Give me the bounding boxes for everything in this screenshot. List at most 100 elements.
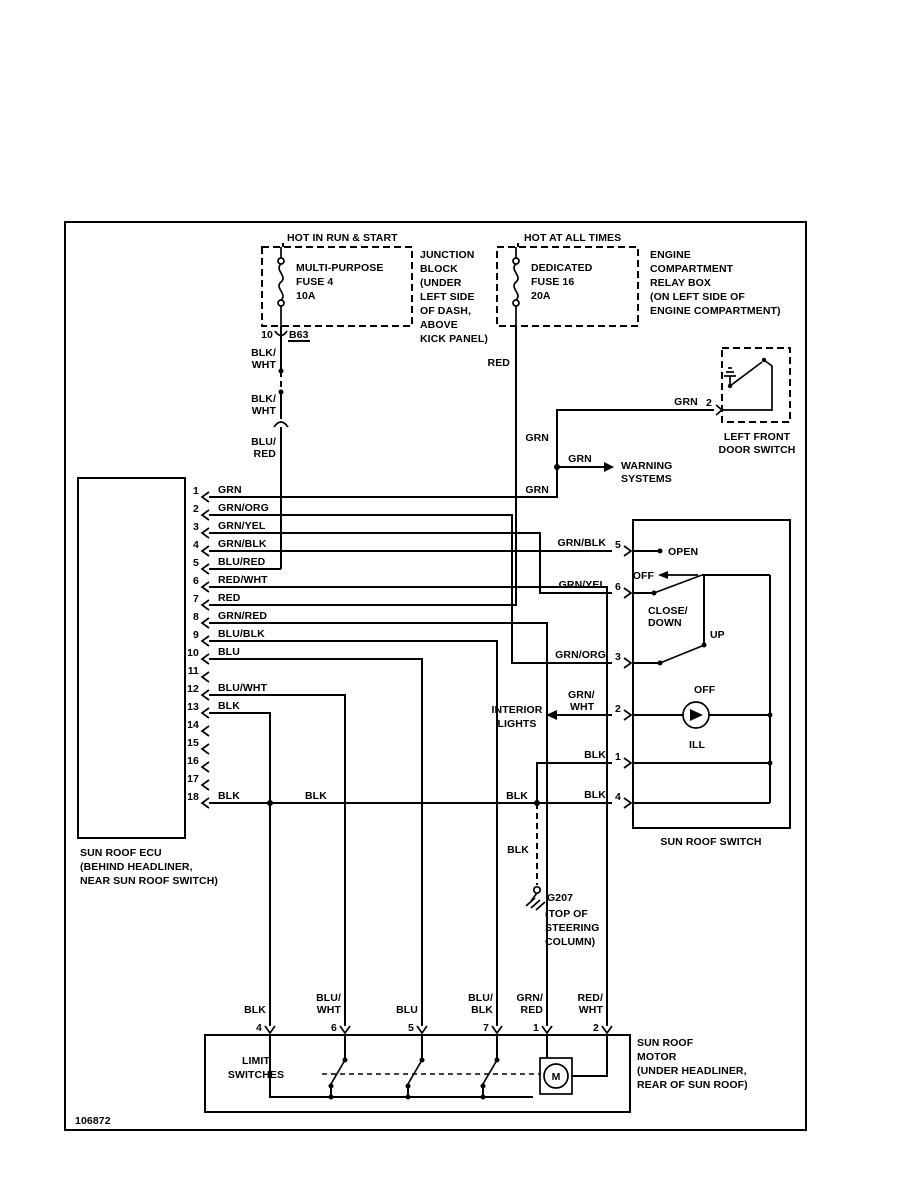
ecu-pin-16: 16 <box>187 755 210 773</box>
arrow-left-icon <box>658 571 668 579</box>
switch-lever <box>653 574 703 594</box>
limit-switch-c <box>480 1035 500 1100</box>
caption-line: ENGINE <box>650 249 691 261</box>
limit-switch-a <box>328 1035 348 1100</box>
pin-connector-icon <box>715 404 724 416</box>
ecu-pin-17: 17 <box>187 773 210 791</box>
wire-color-label: BLK <box>584 749 606 761</box>
caption-line: (UNDER <box>420 277 462 289</box>
bulb-label: ILL <box>689 739 706 751</box>
diagram-number: 106872 <box>75 1115 111 1127</box>
caption-line: (ON LEFT SIDE OF <box>650 291 745 303</box>
pin-connector-icon <box>339 1025 351 1035</box>
caption-line: RELAY BOX <box>650 277 711 289</box>
wire-color-label: BLU/ <box>251 436 276 448</box>
fuse-name: MULTI-PURPOSE <box>296 262 383 274</box>
wire-color-label: GRN/YEL <box>218 520 266 532</box>
pin-connector-icon <box>623 657 633 669</box>
pin-number: 6 <box>331 1022 337 1034</box>
ecu-pin-13: 13 BLK <box>187 700 240 719</box>
ecu-box <box>77 477 186 839</box>
wire-color-label: BLK <box>471 1004 493 1016</box>
caption-line: ENGINE COMPARTMENT) <box>650 305 781 317</box>
pin-connector-icon <box>416 1025 428 1035</box>
pin-number: 11 <box>188 665 199 677</box>
component-caption: SUN ROOF <box>637 1037 694 1049</box>
fuse-rating: 20A <box>531 290 551 302</box>
fuse-rating: 10A <box>296 290 316 302</box>
pin-number: 2 <box>615 703 621 715</box>
wire-color-label: GRN/ <box>516 992 543 1004</box>
ecu-pin-14: 14 <box>187 719 210 737</box>
wire-blu-red <box>209 427 282 570</box>
relay-box-box <box>496 246 639 327</box>
pin-number: 7 <box>483 1022 489 1034</box>
ecu-pin-10: 10 BLU <box>187 646 240 665</box>
wire-color-label: BLK/ <box>251 347 276 359</box>
illumination-bulb-icon <box>682 701 710 729</box>
pin-number: 4 <box>256 1022 262 1034</box>
component-caption: (UNDER HEADLINER, <box>637 1065 747 1077</box>
pin-number: 4 <box>615 791 621 803</box>
motor-icon: M <box>539 1035 608 1095</box>
wire-color-label: GRN <box>674 396 698 408</box>
pin-number: 5 <box>193 557 199 569</box>
door-switch-box <box>721 347 791 423</box>
component-caption: MOTOR <box>637 1051 677 1063</box>
fuse-icon <box>277 247 285 326</box>
wire-color-label: BLK <box>218 700 240 712</box>
wire-red <box>209 326 517 606</box>
wire-color-label: GRN/ <box>568 689 595 701</box>
wire-color-label: BLU <box>218 646 240 658</box>
wire-blk-13 <box>209 712 271 1026</box>
ground-g207: BLK G207 (TOP OF STEERING COLUMN) <box>507 803 599 948</box>
sunroof-ecu: SUN ROOF ECU (BEHIND HEADLINER, NEAR SUN… <box>77 477 269 887</box>
caption-line: OF DASH, <box>420 305 471 317</box>
motor-pin-5: BLU 5 <box>396 1004 428 1035</box>
pin-connector-icon <box>200 725 210 737</box>
wire-color-label: GRN/ORG <box>555 649 606 661</box>
wire-color-label: GRN <box>525 432 549 444</box>
fuse-id: FUSE 16 <box>531 276 574 288</box>
component-caption: SUN ROOF ECU <box>80 847 162 859</box>
junction-block-caption: JUNCTION BLOCK (UNDER LEFT SIDE OF DASH,… <box>420 249 488 345</box>
wire-color-label: WHT <box>579 1004 604 1016</box>
motor-letter: M <box>552 1071 561 1083</box>
pin-number: 3 <box>193 521 199 533</box>
wire-color-label: BLK <box>584 789 606 801</box>
pin-number: 5 <box>408 1022 414 1034</box>
pin-connector-icon <box>200 599 210 611</box>
wire-color-label: BLU/ <box>468 992 493 1004</box>
pin-connector-icon <box>264 1025 276 1035</box>
pin-connector-icon <box>200 743 210 755</box>
wire-blk-switch1 <box>536 762 612 803</box>
wire-color-label: BLK/ <box>251 393 276 405</box>
connector-id: B63 <box>289 329 309 341</box>
pin-number: 6 <box>193 575 199 587</box>
ground-caption: COLUMN) <box>545 936 595 948</box>
pin-number: 10 <box>187 647 199 659</box>
wire-color-label: BLU <box>396 1004 418 1016</box>
target-label: LIGHTS <box>497 718 536 730</box>
wire-color-label: BLK <box>507 844 529 856</box>
pin-connector-icon <box>200 617 210 629</box>
diagram-border <box>64 221 807 1131</box>
component-caption: SWITCHES <box>228 1069 284 1081</box>
pin-connector-icon <box>601 1025 613 1035</box>
pin-number: 2 <box>706 397 712 409</box>
pin-connector-icon <box>200 509 210 521</box>
wire-color-label: BLK <box>218 790 240 802</box>
ecu-pin-15: 15 <box>187 737 210 755</box>
interior-lights-branch: GRN/ WHT INTERIOR LIGHTS <box>492 689 612 730</box>
chassis-ground-icon <box>724 367 736 384</box>
pin-number: 13 <box>187 701 199 713</box>
pin-connector-icon <box>200 761 210 773</box>
wire-grn <box>209 409 714 498</box>
component-caption: DOOR SWITCH <box>719 444 796 456</box>
